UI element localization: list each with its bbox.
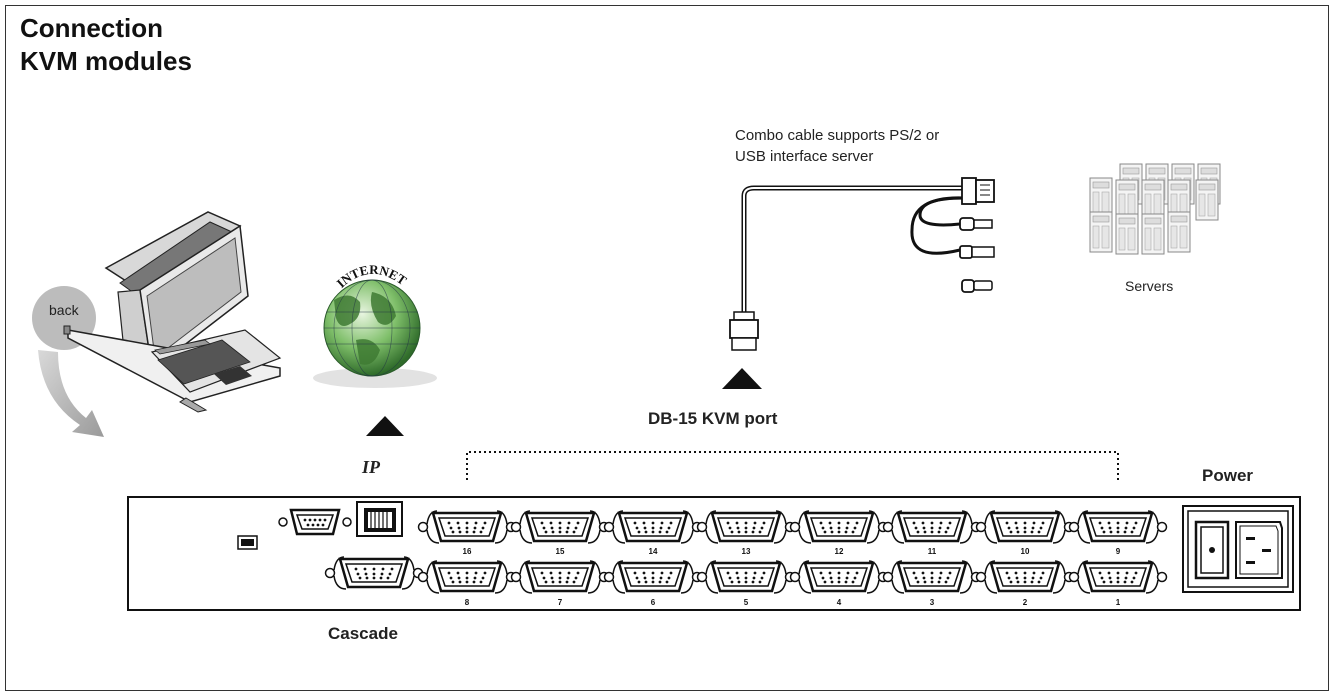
servers-icon <box>1089 163 1221 255</box>
port-number: 9 <box>1115 547 1121 556</box>
port-range-bracket <box>466 451 1119 480</box>
port-number: 7 <box>557 598 563 607</box>
title-line-2: KVM modules <box>20 46 192 76</box>
triangle-pointer-icon <box>366 416 404 436</box>
port-number: 11 <box>927 547 937 556</box>
power-switch-icon <box>1194 520 1230 580</box>
status-led-icon <box>237 535 258 550</box>
port-number: 2 <box>1022 598 1028 607</box>
diagram-frame <box>5 5 1329 691</box>
port-number: 4 <box>836 598 842 607</box>
triangle-pointer-icon <box>722 368 762 389</box>
port-number: 14 <box>648 547 658 556</box>
combo-cable-label-line-1: Combo cable supports PS/2 or <box>735 127 940 144</box>
port-number: 10 <box>1020 547 1030 556</box>
port-number: 15 <box>555 547 565 556</box>
curved-arrow-icon <box>38 350 104 437</box>
title-line-1: Connection <box>20 13 163 43</box>
port-number: 12 <box>834 547 844 556</box>
port-number: 1 <box>1115 598 1121 607</box>
cascade-label: Cascade <box>328 624 398 643</box>
globe-icon: INTERNET <box>313 262 437 388</box>
back-label: back <box>49 302 79 318</box>
lcd-kvm-console-icon <box>63 211 282 413</box>
port-number: 3 <box>929 598 935 607</box>
servers-label: Servers <box>1125 278 1174 294</box>
power-label: Power <box>1202 466 1254 485</box>
port-number: 5 <box>743 598 749 607</box>
port-number: 8 <box>464 598 470 607</box>
db15-port-label: DB-15 KVM port <box>648 409 778 428</box>
rj45-port-icon <box>356 501 403 537</box>
db9-port-icon <box>278 508 352 536</box>
port-number: 6 <box>650 598 656 607</box>
combo-cable-icon <box>729 177 995 351</box>
ip-label: IP <box>362 457 380 477</box>
port-number: 13 <box>741 547 751 556</box>
port-number: 16 <box>462 547 472 556</box>
combo-cable-label-line-2: USB interface server <box>735 148 874 165</box>
